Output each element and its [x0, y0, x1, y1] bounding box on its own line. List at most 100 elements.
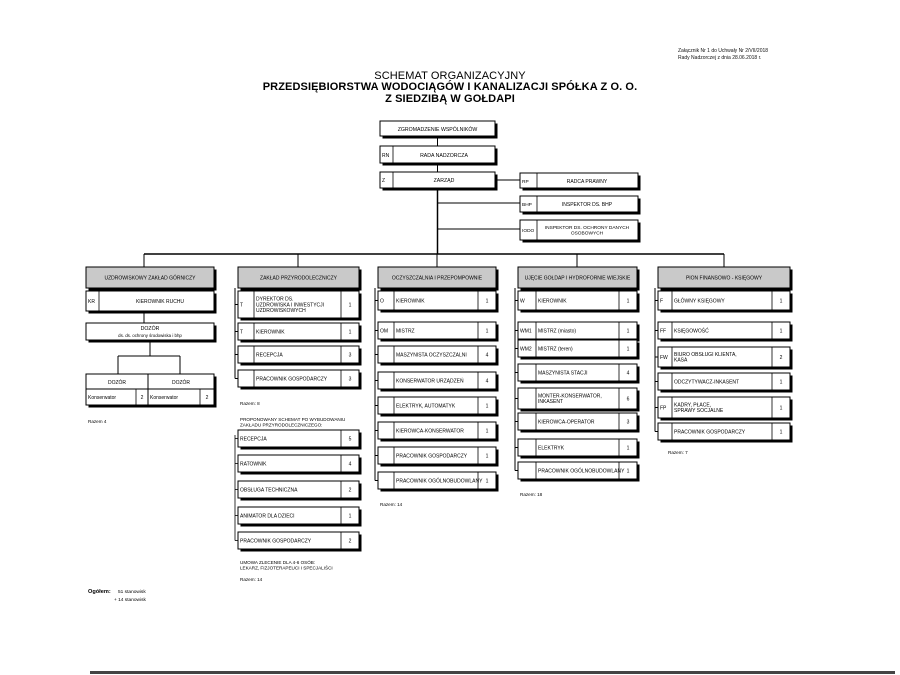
col3-row-8-label-line-1: PRACOWNIK OGÓLNOBUDOWLANY	[396, 477, 483, 484]
rada-label: RADA NADZORCZA	[420, 153, 468, 159]
col1-d1-label: Konserwator	[88, 395, 116, 401]
col1-dozor-title: DOZÓR	[141, 325, 160, 332]
col4-row-5-label-line-1: MONTER-KONSERWATOR,	[538, 393, 602, 399]
col2-proposed-3-box	[237, 480, 360, 499]
col2-row-2-box	[237, 322, 360, 341]
col5-row-1-box	[657, 290, 791, 311]
bhp-code: BHP	[522, 202, 532, 208]
col4-row-3-label-line-1: MISTRZ (teren)	[538, 346, 573, 352]
col2-row-3-label-line-1: RECEPCJA	[256, 352, 283, 358]
col4-row-1-code: W	[520, 298, 525, 304]
col2-row-1-count: 1	[349, 302, 352, 308]
col5-row-1-label-line-1: GŁÓWNY KSIĘGOWY	[674, 297, 725, 304]
col5-row-2-code: FF	[660, 328, 666, 334]
col3-row-2-count: 1	[486, 328, 489, 334]
col2-row-4-label-line-1: PRACOWNIK GOSPODARCZY	[256, 376, 328, 382]
col5-row-2-box	[657, 321, 791, 340]
title-line-2: PRZEDSIĘBIORSTWA WODOCIĄGÓW I KANALIZACJ…	[262, 81, 638, 93]
col5-row-1-count: 1	[780, 298, 783, 304]
col5-row-2-label-line-1: KSIĘGOWOŚĆ	[674, 326, 709, 334]
col5-row-3-box	[657, 346, 791, 368]
col4-row-6-count: 3	[627, 419, 630, 425]
col3-row-4-label-line-1: KONSERWATOR URZĄDZEŃ	[396, 377, 464, 384]
col5-header-label: PION FINANSOWO - KSIĘGOWY	[686, 276, 763, 282]
radca-label: RADCA PRAWNY	[567, 179, 608, 185]
col5-row-6-label-line-1: PRACOWNIK GOSPODARCZY	[674, 429, 746, 435]
col1-d2-label: Konserwator	[150, 395, 178, 401]
col5-row-3-label-line-1: BIURO OBSŁUGI KLIENTA,	[674, 352, 737, 358]
col2-proposed-2-box	[237, 454, 360, 473]
col3-row-4-count: 4	[486, 378, 489, 384]
col3-row-8-count: 1	[486, 478, 489, 484]
col5-row-2-count: 1	[780, 328, 783, 334]
col5-header-box	[657, 266, 791, 289]
col3-row-1-code: O	[380, 298, 384, 304]
col4-row-7-count: 1	[627, 445, 630, 451]
annotation-line-2: Rady Nadzorczej z dnia 28.06.2018 r.	[678, 54, 762, 61]
iodo-label-line-1: INSPEKTOR DS. OCHRONY DANYCH	[545, 225, 630, 231]
col2-umowa-note-line-2: LEKARZ, FIZJOTERAPEUCI I SPECJALIŚCI	[240, 563, 333, 570]
col2-proposed-5-box	[237, 531, 360, 550]
col1-d1-count: 2	[141, 395, 144, 401]
col4-row-5-label-line-2: INKASENT	[538, 399, 563, 405]
zgromadzenie-label: ZGROMADZENIE WSPÓLNIKÓW	[398, 126, 478, 133]
col1-razem: Razem 4	[88, 419, 107, 424]
col5-row-1-code: F	[660, 298, 663, 304]
totals-line-2: + 14 stanowisk	[114, 597, 146, 603]
col5-row-5-label-line-1: KADRY, PŁACE,	[674, 402, 711, 408]
col3-row-6-label-line-1: KIEROWCA-KONSERWATOR	[396, 428, 464, 434]
col2-proposed-4-box	[237, 506, 360, 525]
col4-row-3-count: 1	[627, 346, 630, 352]
col3-row-1-count: 1	[486, 298, 489, 304]
radca-box	[519, 172, 639, 189]
col5-row-4-count: 1	[780, 379, 783, 385]
col1-kr-code: KR	[88, 299, 95, 305]
col4-row-2-code: WM1	[520, 328, 532, 334]
totals-label: Ogółem:	[88, 589, 111, 595]
col2-proposed-1-label: RECEPCJA	[240, 436, 267, 442]
col2-row-2-code: T	[240, 329, 243, 335]
col4-row-3-box	[517, 339, 638, 358]
col2-proposed-4-label: ANIMATOR DLA DZIECI	[240, 513, 295, 519]
col4-row-2-count: 1	[627, 328, 630, 334]
col3-row-5-count: 1	[486, 403, 489, 409]
col3-row-5-box	[377, 396, 497, 415]
col1-dozor-sub: ds. ds. ochrony środowiska i bhp	[118, 333, 182, 338]
col2-row-1-box	[237, 290, 360, 319]
col4-row-4-box	[517, 363, 638, 382]
annotation-line-1: Załącznik Nr 1 do Uchwały Nr 2/VII/2018	[678, 48, 769, 54]
col1-d2-body	[147, 388, 215, 406]
col4-row-7-box	[517, 438, 638, 457]
col4-header-label: UJĘCIE GOŁDAP I HYDROFORNIE WIEJSKIE	[525, 276, 631, 282]
col4-row-7-label-line-1: ELEKTRYK	[538, 445, 565, 451]
col3-header-box	[377, 266, 497, 289]
col3-row-3-label-line-1: MASZYNISTA OCZYSZCZALNI	[396, 352, 467, 358]
col2-header-label: ZAKŁAD PRZYRODOLECZNICZY	[260, 276, 338, 282]
col2-proposed-3-label: OBSŁUGA TECHNICZNA	[240, 487, 298, 493]
zarzad-code: Z	[382, 178, 385, 184]
col3-razem: Razem: 14	[380, 502, 403, 507]
zarzad-label: ZARZĄD	[434, 178, 455, 184]
col2-umowa-note-line-1: UMOWA ZLECENIE DLA 4-6 OSÓB:	[240, 559, 315, 565]
col2-proposed-2-count: 4	[349, 461, 352, 467]
col3-header-label: OCZYSZCZALNIA I PRZEPOMPOWNIE	[392, 276, 483, 282]
totals-line-1: 51 stanowisk	[118, 589, 146, 595]
col4-row-2-box	[517, 321, 638, 340]
col5-row-5-box	[657, 396, 791, 419]
col3-row-2-box	[377, 321, 497, 340]
col4-row-5-box	[517, 387, 638, 410]
col2-row-4-box	[237, 369, 360, 388]
col1-d2-count: 2	[206, 395, 209, 401]
col4-row-1-label-line-1: KIEROWNIK	[538, 298, 567, 304]
col3-row-7-label-line-1: PRACOWNIK GOSPODARCZY	[396, 453, 468, 459]
col3-row-4-box	[377, 371, 497, 390]
title-line-1: SCHEMAT ORGANIZACYJNY	[374, 70, 526, 82]
rada-code: RN	[382, 153, 390, 159]
col2-proposed-3-count: 2	[349, 487, 352, 493]
col5-row-5-label-line-2: SPRAWY SOCJALNE	[674, 408, 724, 414]
col4-row-6-box	[517, 412, 638, 431]
annotation: Załącznik Nr 1 do Uchwały Nr 2/VII/2018 …	[678, 48, 768, 62]
radca-code: RP	[522, 179, 529, 185]
col2-row-1-label-line-1: DYREKTOR DS.	[256, 297, 293, 303]
col5-row-5-code: FP	[660, 405, 667, 411]
